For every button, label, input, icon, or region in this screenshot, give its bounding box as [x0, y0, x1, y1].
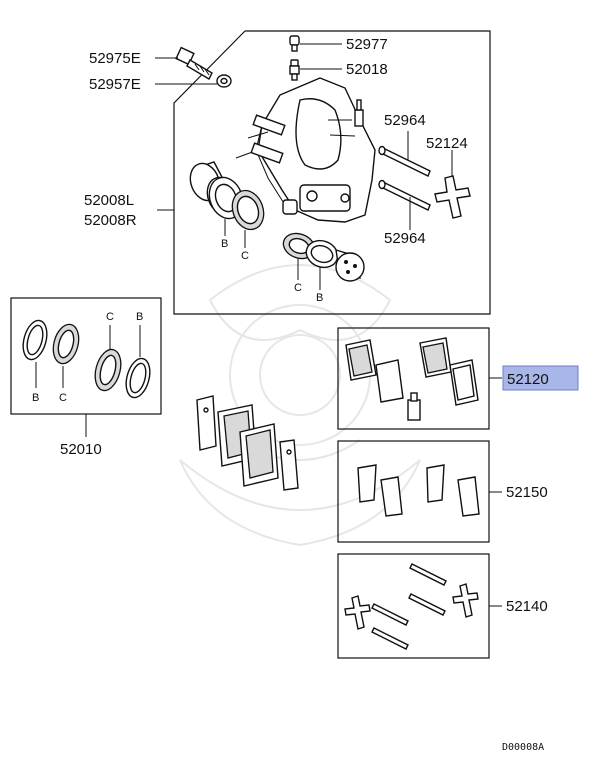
- piston-right-icon: [335, 249, 365, 282]
- pin-kit-clip-1-icon: [344, 595, 371, 630]
- part-label-bleeder[interactable]: 52977: [346, 36, 388, 53]
- bushing-icon: [216, 74, 232, 88]
- seal-kit-seal-1-icon: [52, 323, 80, 365]
- brake-pad-2-icon: [375, 359, 404, 403]
- pin-kit-clip-2-icon: [452, 583, 479, 618]
- brake-pad-3-icon: [419, 337, 452, 378]
- dust-boot-right-icon: [305, 239, 339, 269]
- part-label-pin-upper[interactable]: 52964: [384, 112, 426, 129]
- pin-kit-pins-icon: [371, 563, 447, 650]
- letter-c-caliper-left: C: [241, 250, 249, 262]
- letter-b-caliper-left: B: [221, 238, 228, 250]
- part-label-shim-kit[interactable]: 52150: [506, 484, 548, 501]
- seal-kit-boot-2-icon: [125, 357, 151, 399]
- pin-kit-group: 52140: [337, 553, 548, 659]
- seal-kit-group: B C C B 52010: [10, 297, 162, 458]
- brake-pad-4-icon: [449, 359, 479, 406]
- seal-kit-boot-1-icon: [22, 319, 48, 361]
- letter-c-seal-kit-2: C: [106, 311, 114, 323]
- brake-pads-installed-icon: [196, 395, 299, 491]
- diagram-code: D00008A: [502, 742, 544, 753]
- shim-2-icon: [380, 476, 403, 517]
- caliper-body-icon: [235, 77, 376, 223]
- bolt-icon: [175, 46, 213, 80]
- letter-c-caliper-right: C: [294, 282, 302, 294]
- brake-pad-1-icon: [345, 339, 377, 381]
- part-label-bleeder-cap[interactable]: 52018: [346, 61, 388, 78]
- bleeder-screw-icon: [289, 59, 300, 81]
- letter-b-seal-kit-2: B: [136, 311, 143, 323]
- seal-left-icon: [231, 189, 265, 231]
- pad-set-highlight: [502, 365, 579, 391]
- letter-b-seal-kit-1: B: [32, 392, 39, 404]
- shim-kit-group: 52150: [337, 440, 548, 543]
- part-label-caliper-left[interactable]: 52008L: [84, 192, 134, 209]
- shim-4-icon: [457, 476, 480, 517]
- part-label-pad-set[interactable]: 52120: [507, 371, 549, 388]
- wear-indicator-icon: [407, 392, 421, 421]
- caliper-pin-lower-icon: [378, 179, 431, 211]
- seal-kit-seal-2-icon: [94, 348, 122, 392]
- part-label-pin-lower[interactable]: 52964: [384, 230, 426, 247]
- letter-c-seal-kit-1: C: [59, 392, 67, 404]
- part-label-clip[interactable]: 52124: [426, 135, 468, 152]
- caliper-assembly-group: 52975E 52957E 52977 52018: [84, 30, 491, 315]
- caliper-pin-upper-icon: [378, 145, 431, 177]
- shim-1-icon: [357, 464, 377, 503]
- part-label-seal-kit[interactable]: 52010: [60, 441, 102, 458]
- part-label-bushing[interactable]: 52957E: [89, 76, 141, 93]
- anti-rattle-clip-icon: [434, 175, 471, 219]
- part-label-caliper-right[interactable]: 52008R: [84, 212, 137, 229]
- bleeder-cap-icon: [289, 35, 300, 52]
- part-label-pin-kit[interactable]: 52140: [506, 598, 548, 615]
- shim-3-icon: [426, 464, 445, 503]
- caliper-box: [173, 30, 491, 315]
- letter-b-caliper-right: B: [316, 292, 323, 304]
- pad-set-group: 52120: [337, 327, 579, 430]
- part-label-bolt[interactable]: 52975E: [89, 50, 141, 67]
